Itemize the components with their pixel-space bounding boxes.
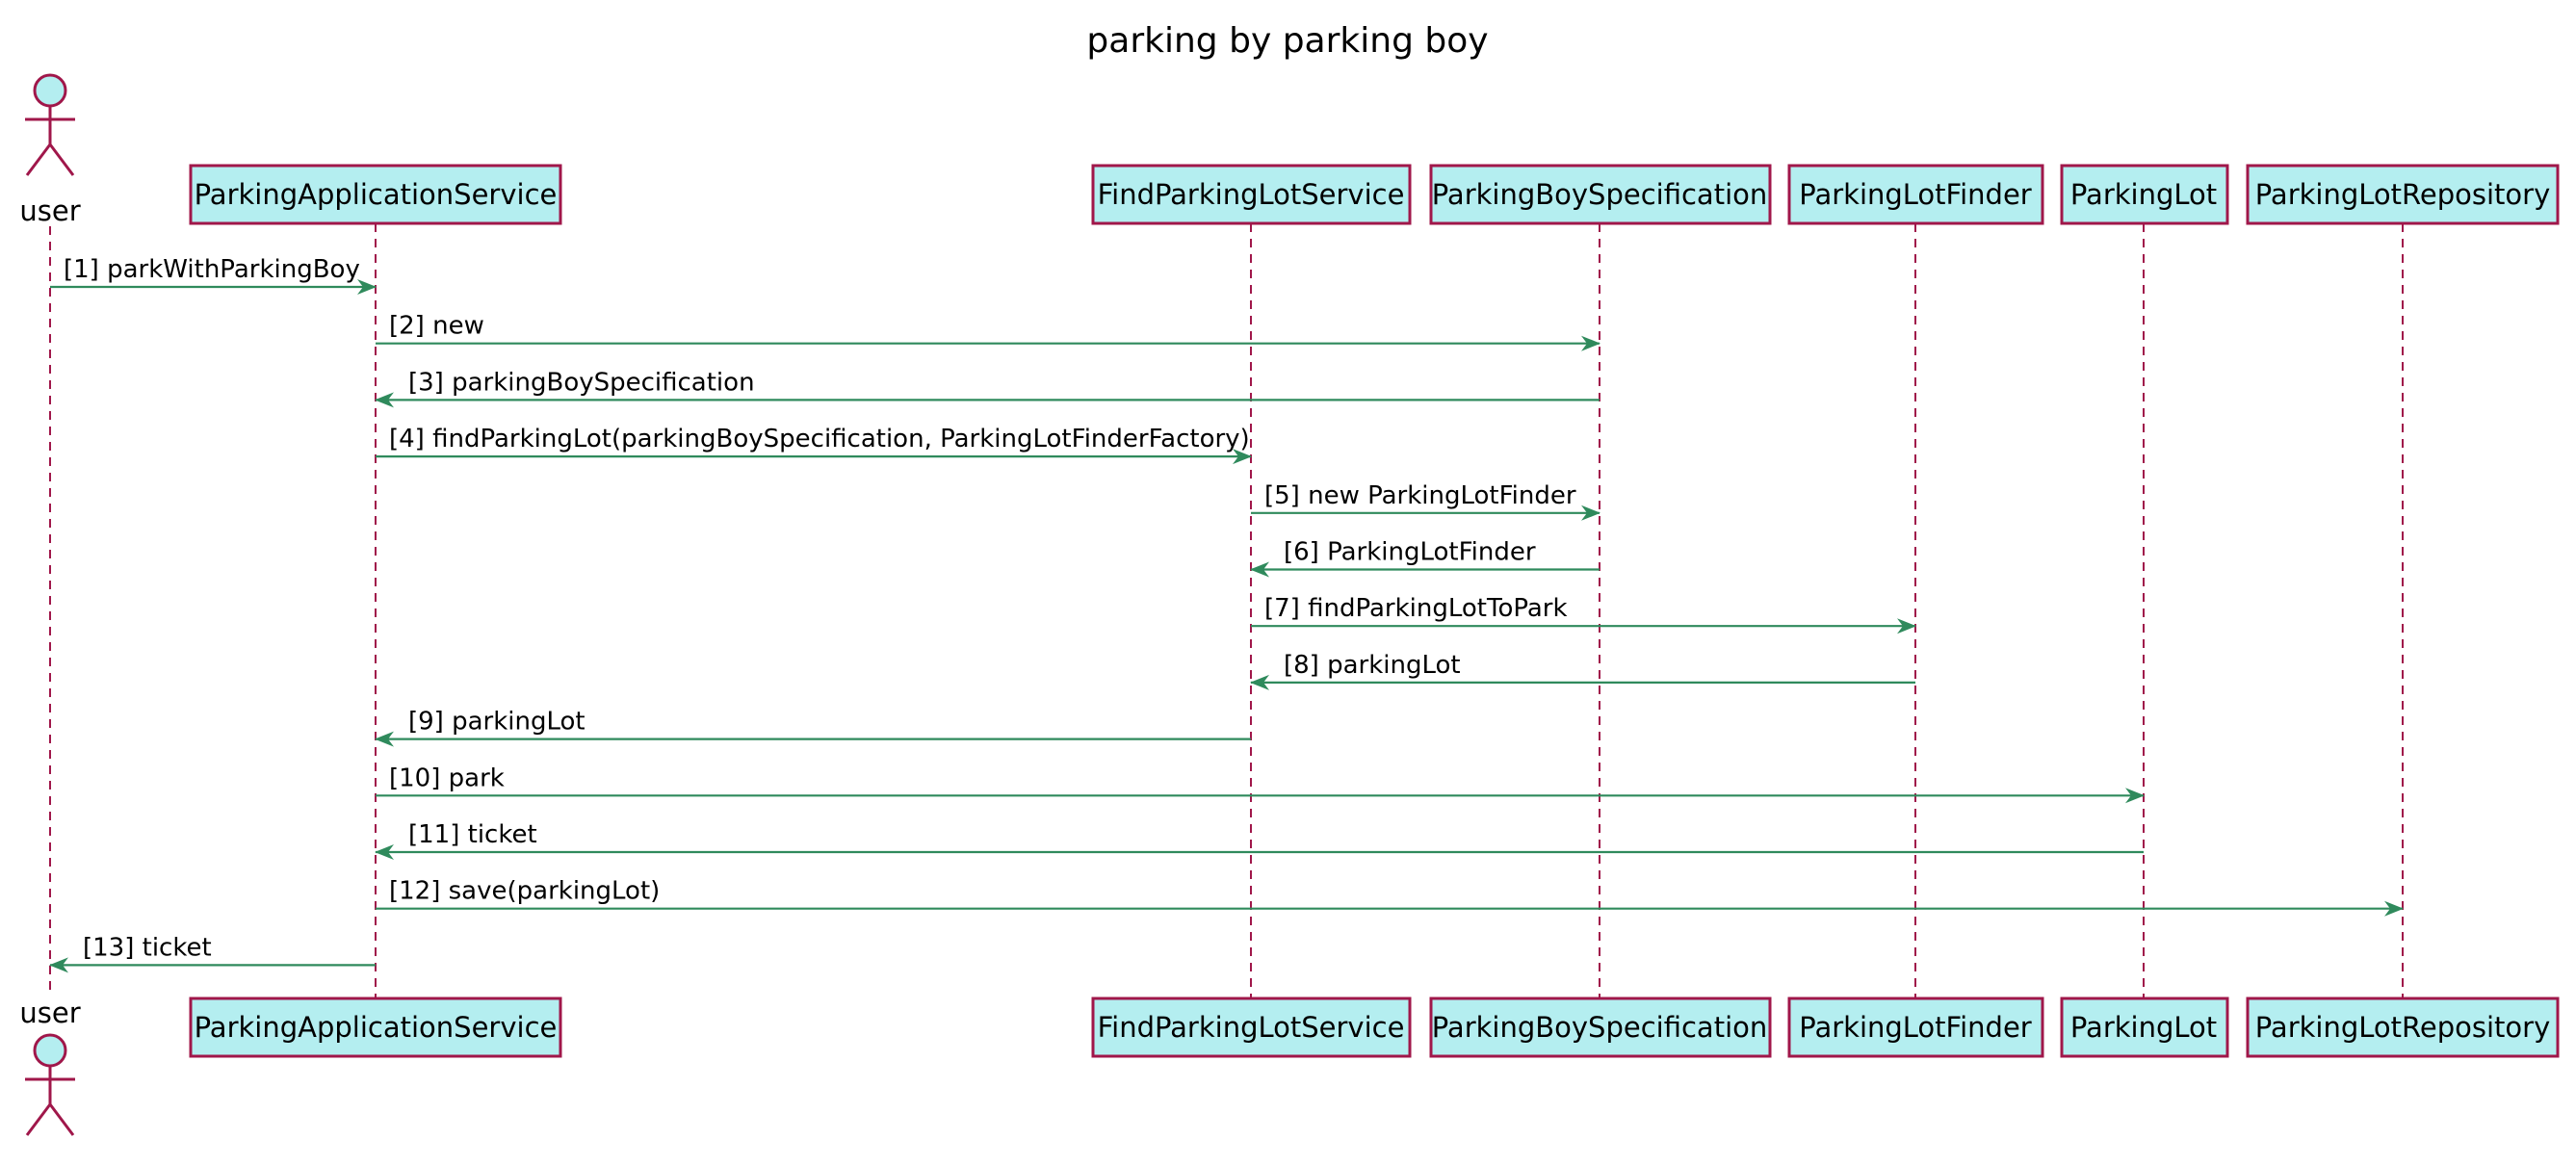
participant-spec-top: ParkingBoySpecification [1429,164,1772,225]
participant-repo-bottom: ParkingLotRepository [2246,997,2560,1058]
message-10: [10] park [376,764,2145,804]
message-11: [11] ticket [375,820,2144,860]
actor-figure-icon [25,73,75,176]
participant-app-top: ParkingApplicationService [189,164,562,225]
participant-box [1429,997,1772,1058]
participants-top: user ParkingApplicationService FindParking… [19,73,2560,227]
participant-find-top: FindParkingLotService [1091,164,1412,225]
message-8: [8] parkingLot [1250,651,1915,690]
participant-box [189,164,562,225]
participant-box [2060,164,2229,225]
message-label: [6] ParkingLotFinder [1284,538,1536,567]
participant-label: ParkingLot [2070,178,2217,211]
participant-label: FindParkingLotService [1098,1011,1405,1044]
message-1: [1] parkWithParkingBoy [50,255,377,295]
participant-label: ParkingLot [2070,1011,2217,1044]
message-13: [13] ticket [49,933,376,973]
participant-label: ParkingLotFinder [1799,178,2032,211]
participant-label: ParkingLotFinder [1799,1011,2032,1044]
participant-label: ParkingApplicationService [195,1011,558,1044]
message-label: [3] parkingBoySpecification [408,368,755,397]
actor-figure-icon [25,1033,75,1136]
participant-lot-top: ParkingLot [2060,164,2229,225]
participant-box [1091,997,1412,1058]
participant-label: ParkingLotRepository [2255,178,2550,211]
participant-box [2060,997,2229,1058]
lifelines [49,223,2404,998]
participant-find-bottom: FindParkingLotService [1091,997,1412,1058]
actor-user-top: user [19,73,81,227]
message-7: [7] findParkingLotToPark [1251,594,1916,634]
participant-box [189,997,562,1058]
message-label: [1] parkWithParkingBoy [64,255,360,284]
message-3: [3] parkingBoySpecification [375,368,1600,408]
participant-box [1091,164,1412,225]
message-label: [9] parkingLot [408,708,585,737]
message-6: [6] ParkingLotFinder [1250,538,1600,578]
participant-repo-top: ParkingLotRepository [2246,164,2560,225]
actor-user-bottom: user [19,997,81,1136]
message-label: [12] save(parkingLot) [389,877,660,906]
participant-label: FindParkingLotService [1098,178,1405,211]
participant-label: ParkingBoySpecification [1432,178,1768,211]
participant-lot-bottom: ParkingLot [2060,997,2229,1058]
message-label: [13] ticket [83,933,212,962]
message-label: [11] ticket [408,820,537,849]
participant-box [2246,997,2560,1058]
actor-label: user [19,997,80,1029]
participant-box [1787,164,2044,225]
message-label: [7] findParkingLotToPark [1264,594,1568,623]
message-12: [12] save(parkingLot) [376,877,2404,917]
participant-app-bottom: ParkingApplicationService [189,997,562,1058]
participant-finder-bottom: ParkingLotFinder [1787,997,2044,1058]
participant-box [1429,164,1772,225]
message-label: [5] new ParkingLotFinder [1264,481,1576,510]
participants-bottom: user ParkingApplicationService FindParking… [19,997,2560,1136]
actor-label: user [19,194,80,227]
participant-finder-top: ParkingLotFinder [1787,164,2044,225]
message-9: [9] parkingLot [375,708,1251,747]
message-5: [5] new ParkingLotFinder [1251,481,1600,521]
message-label: [8] parkingLot [1284,651,1461,680]
participant-box [1787,997,2044,1058]
message-label: [4] findParkingLot(parkingBoySpecificati… [389,425,1250,453]
participant-label: ParkingLotRepository [2255,1011,2550,1044]
message-label: [10] park [389,764,505,792]
messages: [1] parkWithParkingBoy [2] new [3] parking… [49,255,2404,973]
message-label: [2] new [389,312,484,341]
participant-label: ParkingApplicationService [195,178,558,211]
message-2: [2] new [376,312,1600,351]
participant-label: ParkingBoySpecification [1432,1011,1768,1044]
participant-spec-bottom: ParkingBoySpecification [1429,997,1772,1058]
diagram-title: parking by parking boy [1086,21,1488,61]
participant-box [2246,164,2560,225]
message-4: [4] findParkingLot(parkingBoySpecificati… [376,425,1252,465]
